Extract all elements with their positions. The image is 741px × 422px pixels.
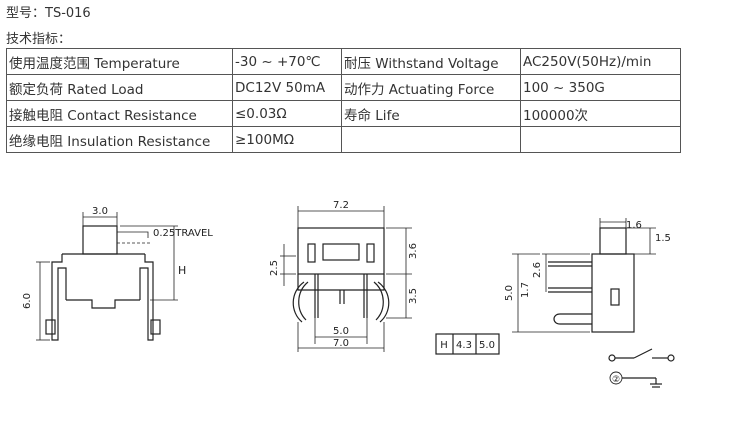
dim-3-6: 3.6 xyxy=(408,243,419,259)
table-row: 接触电阻 Contact Resistance ≤0.03Ω 寿命 Life 1… xyxy=(6,100,681,127)
spec-table: 使用温度范围 Temperature -30 ~ +70℃ 耐压 Withsta… xyxy=(6,48,681,153)
table-cell xyxy=(341,126,521,153)
h-table-value: 4.3 xyxy=(456,340,472,351)
table-cell: -30 ~ +70℃ xyxy=(232,48,342,75)
dim-front-width: 3.0 xyxy=(92,206,108,217)
dim-5-0: 5.0 xyxy=(504,285,515,301)
technical-drawing: 3.0 0.25TRAVEL H 6.0 7.2 3.6 3.5 2.5 5.0… xyxy=(22,200,675,388)
dim-travel: 0.25TRAVEL xyxy=(153,228,213,239)
switch-schematic xyxy=(608,348,675,388)
dim-span: 7.0 xyxy=(333,338,349,349)
table-cell: AC250V(50Hz)/min xyxy=(520,48,681,75)
table-cell: 动作力 Actuating Force xyxy=(341,74,521,101)
dim-2-6: 2.6 xyxy=(532,262,543,278)
h-table-label: H xyxy=(440,340,448,351)
h-table xyxy=(435,333,500,355)
dim-h-label: H xyxy=(178,264,186,277)
table-cell: 寿命 Life xyxy=(341,100,521,127)
dim-top-width: 7.2 xyxy=(333,200,349,211)
model-number: 型号：TS-016 xyxy=(6,6,91,21)
dim-pitch: 5.0 xyxy=(333,326,349,337)
top-view xyxy=(280,206,412,352)
dim-3-5: 3.5 xyxy=(408,288,419,304)
table-cell: ≥100MΩ xyxy=(232,126,342,153)
table-row: 使用温度范围 Temperature -30 ~ +70℃ 耐压 Withsta… xyxy=(6,48,681,75)
dim-1-6: 1.6 xyxy=(626,220,642,231)
front-view xyxy=(36,212,178,341)
table-cell: 100000次 xyxy=(520,100,681,127)
h-table-value: 5.0 xyxy=(479,340,495,351)
table-row: 额定负荷 Rated Load DC12V 50mA 动作力 Actuating… xyxy=(6,74,681,101)
table-row: 绝缘电阻 Insulation Resistance ≥100MΩ xyxy=(6,126,681,153)
specs-title: 技术指标： xyxy=(6,32,72,47)
dim-2-5: 2.5 xyxy=(269,260,280,276)
table-cell: 额定负荷 Rated Load xyxy=(6,74,233,101)
dim-front-height: 6.0 xyxy=(22,293,33,309)
table-cell: 绝缘电阻 Insulation Resistance xyxy=(6,126,233,153)
table-cell: DC12V 50mA xyxy=(232,74,342,101)
pin-2-label: ② xyxy=(612,375,620,385)
table-cell: 使用温度范围 Temperature xyxy=(6,48,233,75)
table-cell: ≤0.03Ω xyxy=(232,100,342,127)
dim-1-7: 1.7 xyxy=(520,282,531,298)
dim-1-5: 1.5 xyxy=(655,233,671,244)
table-cell: 接触电阻 Contact Resistance xyxy=(6,100,233,127)
side-view xyxy=(512,218,656,333)
table-cell: 耐压 Withstand Voltage xyxy=(341,48,521,75)
table-cell xyxy=(520,126,681,153)
table-cell: 100 ~ 350G xyxy=(520,74,681,101)
